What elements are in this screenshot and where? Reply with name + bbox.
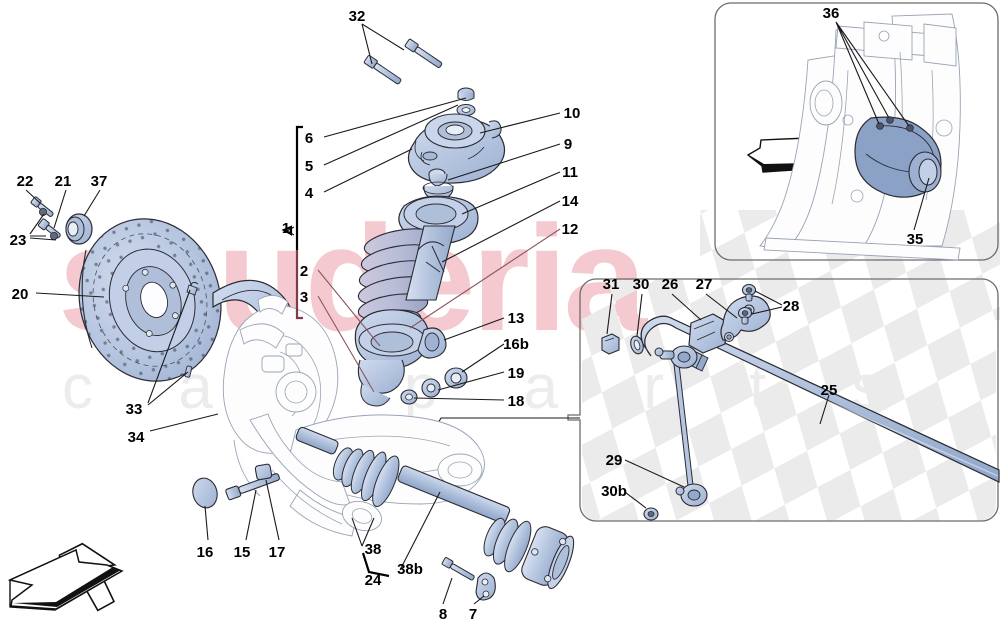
callout-5: 5: [305, 158, 313, 175]
callout-17: 17: [269, 544, 286, 561]
bracket-bolt-28-upper: [741, 283, 757, 302]
callout-4: 4: [305, 185, 314, 202]
callout-34: 34: [128, 429, 145, 446]
damper-bushing-19: [421, 378, 441, 398]
bracket-bolt-28-lower: [737, 306, 753, 325]
callout-37: 37: [91, 173, 108, 190]
upper-mount-bolts: [363, 38, 443, 85]
callout-36: 36: [823, 5, 840, 22]
anti-roll-bar-bush-26: [688, 313, 728, 354]
callout-31: 31: [603, 276, 620, 293]
main-direction-arrow-shape: [7, 548, 124, 611]
callout-21: 21: [55, 173, 72, 190]
drop-link-washer-30-top: [630, 335, 644, 355]
callout-28: 28: [783, 298, 800, 315]
top-nut-washer: [456, 87, 476, 116]
shield-screw-33: [184, 281, 199, 378]
anti-roll-bar-group: [601, 283, 1000, 521]
damper-lower-body: [354, 309, 447, 407]
callout-15: 15: [234, 544, 251, 561]
damper-body: [405, 225, 456, 301]
arm-spacer-17: [254, 463, 273, 481]
shaft-retainer-plate-7: [475, 572, 496, 601]
panel-hub-carrier-inset: [714, 2, 999, 261]
callout-22: 22: [17, 173, 34, 190]
callout-25: 25: [821, 382, 838, 399]
callout-23: 23: [10, 232, 27, 249]
callout-19: 19: [508, 365, 525, 382]
arm-bolt-15: [225, 473, 280, 501]
callout-9: 9: [564, 136, 572, 153]
drop-link-nut-31: [601, 333, 620, 355]
callout-38: 38: [365, 541, 382, 558]
callout-2: 2: [300, 263, 308, 280]
callout-11: 11: [562, 164, 578, 181]
callout-6: 6: [305, 130, 313, 147]
hub-carrier-inset-graphic: [759, 13, 961, 261]
callout-12: 12: [562, 221, 579, 238]
brake-disc: [78, 218, 222, 382]
callout-24: 24: [365, 572, 382, 589]
strut-top-mount: [407, 113, 506, 184]
callout-30: 30: [633, 276, 650, 293]
callout-18: 18: [508, 393, 525, 410]
watermark-layer: scuderia c a r p a r t s: [58, 194, 1000, 521]
callout-26: 26: [662, 276, 679, 293]
callout-labels: 1 2 3 4 5 6 7 8 9 10 11 12 13 14 15 16 1…: [10, 5, 924, 623]
checkered-flag-panel: [582, 280, 996, 521]
callout-7: 7: [469, 606, 477, 623]
panel-anti-roll-bar-inset: [567, 278, 999, 522]
arm-cap-16: [192, 477, 218, 509]
callout-20: 20: [12, 286, 29, 303]
callout-10: 10: [564, 105, 581, 122]
group-brackets: [281, 125, 390, 578]
callout-1: 1: [282, 220, 290, 237]
callout-29: 29: [606, 452, 623, 469]
knuckle-brackets: [239, 295, 303, 373]
callout-3: 3: [300, 289, 308, 306]
drop-link-nut-30-lower: [643, 507, 659, 521]
wheel-bush-37: [65, 213, 93, 245]
callout-27: 27: [696, 276, 713, 293]
leader-lines: [25, 21, 930, 605]
drive-shaft: [295, 426, 575, 590]
callout-14: 14: [562, 193, 579, 210]
callout-8: 8: [439, 606, 447, 623]
callout-30b: 30b: [601, 483, 627, 500]
damper-washer-18: [400, 389, 418, 405]
caliper-bolt-21: [37, 218, 61, 240]
callout-13: 13: [508, 310, 525, 327]
callout-33: 33: [126, 401, 143, 418]
caliper-bolt-22: [30, 196, 54, 217]
damper-bushing-16: [444, 367, 468, 389]
shaft-bolt-8: [441, 557, 475, 581]
callout-16b: 16b: [503, 336, 529, 353]
callout-38b: 38b: [397, 561, 423, 578]
callout-32: 32: [349, 8, 366, 25]
callout-16: 16: [197, 544, 214, 561]
drop-link-upper-joint: [654, 345, 698, 369]
drop-link-lower-joint: [675, 483, 708, 507]
callout-35: 35: [907, 231, 924, 248]
